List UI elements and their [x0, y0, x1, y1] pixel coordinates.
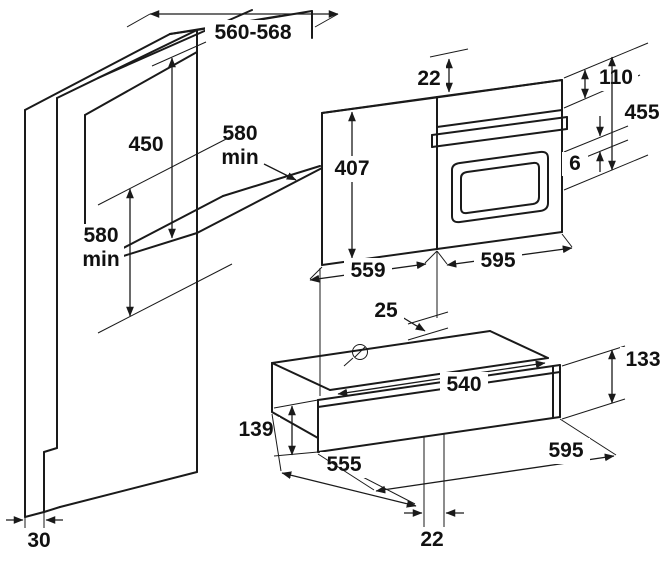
dim-drawer-width: 595 — [317, 418, 617, 494]
dim-drawer-depth: 555 — [271, 413, 417, 508]
dim-rear-clearance: 25 — [319, 251, 449, 396]
dim-panel-height: 110 — [563, 42, 649, 109]
dim-label-drawer-body-width: 540 — [446, 373, 481, 396]
dim-body-depth: 559 — [309, 250, 438, 284]
dim-niche-depth: 580 min — [214, 121, 297, 181]
dim-body-height: 407 — [328, 111, 376, 259]
dim-bottom-clearance: 22 — [404, 434, 464, 553]
dim-label-niche-height: 450 — [128, 133, 163, 156]
dim-oven-height: 455 — [563, 56, 664, 191]
dim-label-door-gap: 6 — [569, 152, 581, 175]
dim-label-drawer-depth: 555 — [326, 453, 361, 476]
dim-drawer-body-width: 540 — [337, 360, 546, 398]
dim-label-bottom-clearance: 22 — [420, 528, 443, 551]
dim-drawer-front-height: 133 — [561, 345, 666, 420]
dim-label-drawer-width: 595 — [548, 439, 583, 462]
dim-cabinet-depth: 580 min — [78, 135, 233, 334]
dim-label-niche-width: 560-568 — [214, 21, 291, 44]
dim-label-niche-depth: 580 — [222, 122, 257, 145]
dim-label-drawer-front-height: 133 — [625, 348, 660, 371]
dim-label-cabinet-depth-min: min — [82, 248, 119, 271]
dim-label-top-clearance: 22 — [417, 67, 440, 90]
dim-label-panel-height: 110 — [599, 66, 633, 89]
dim-label-body-depth: 559 — [350, 259, 385, 282]
dim-door-gap: 6 — [562, 116, 629, 176]
dim-label-body-height: 407 — [334, 157, 369, 180]
oven-door-window — [451, 150, 549, 224]
dim-drawer-height: 139 — [232, 399, 319, 457]
dim-label-plinth-recess: 30 — [27, 529, 50, 552]
dim-label-drawer-height: 139 — [238, 418, 273, 441]
dim-label-cabinet-depth: 580 — [83, 224, 118, 247]
dim-top-clearance: 22 — [412, 48, 469, 93]
power-connection-icon — [343, 344, 368, 367]
warming-drawer — [271, 330, 561, 453]
dim-oven-width: 595 — [436, 233, 573, 274]
dim-label-oven-width: 595 — [480, 249, 515, 272]
dim-plinth-recess: 30 — [6, 512, 63, 554]
dim-niche-height: 450 — [122, 41, 207, 239]
dim-label-oven-height: 455 — [624, 101, 659, 124]
dim-label-rear-clearance: 25 — [374, 299, 398, 322]
dim-label-niche-depth-min: min — [221, 146, 258, 169]
dim-niche-width: 560-568 — [126, 10, 339, 45]
oven-door-handle — [431, 116, 568, 148]
